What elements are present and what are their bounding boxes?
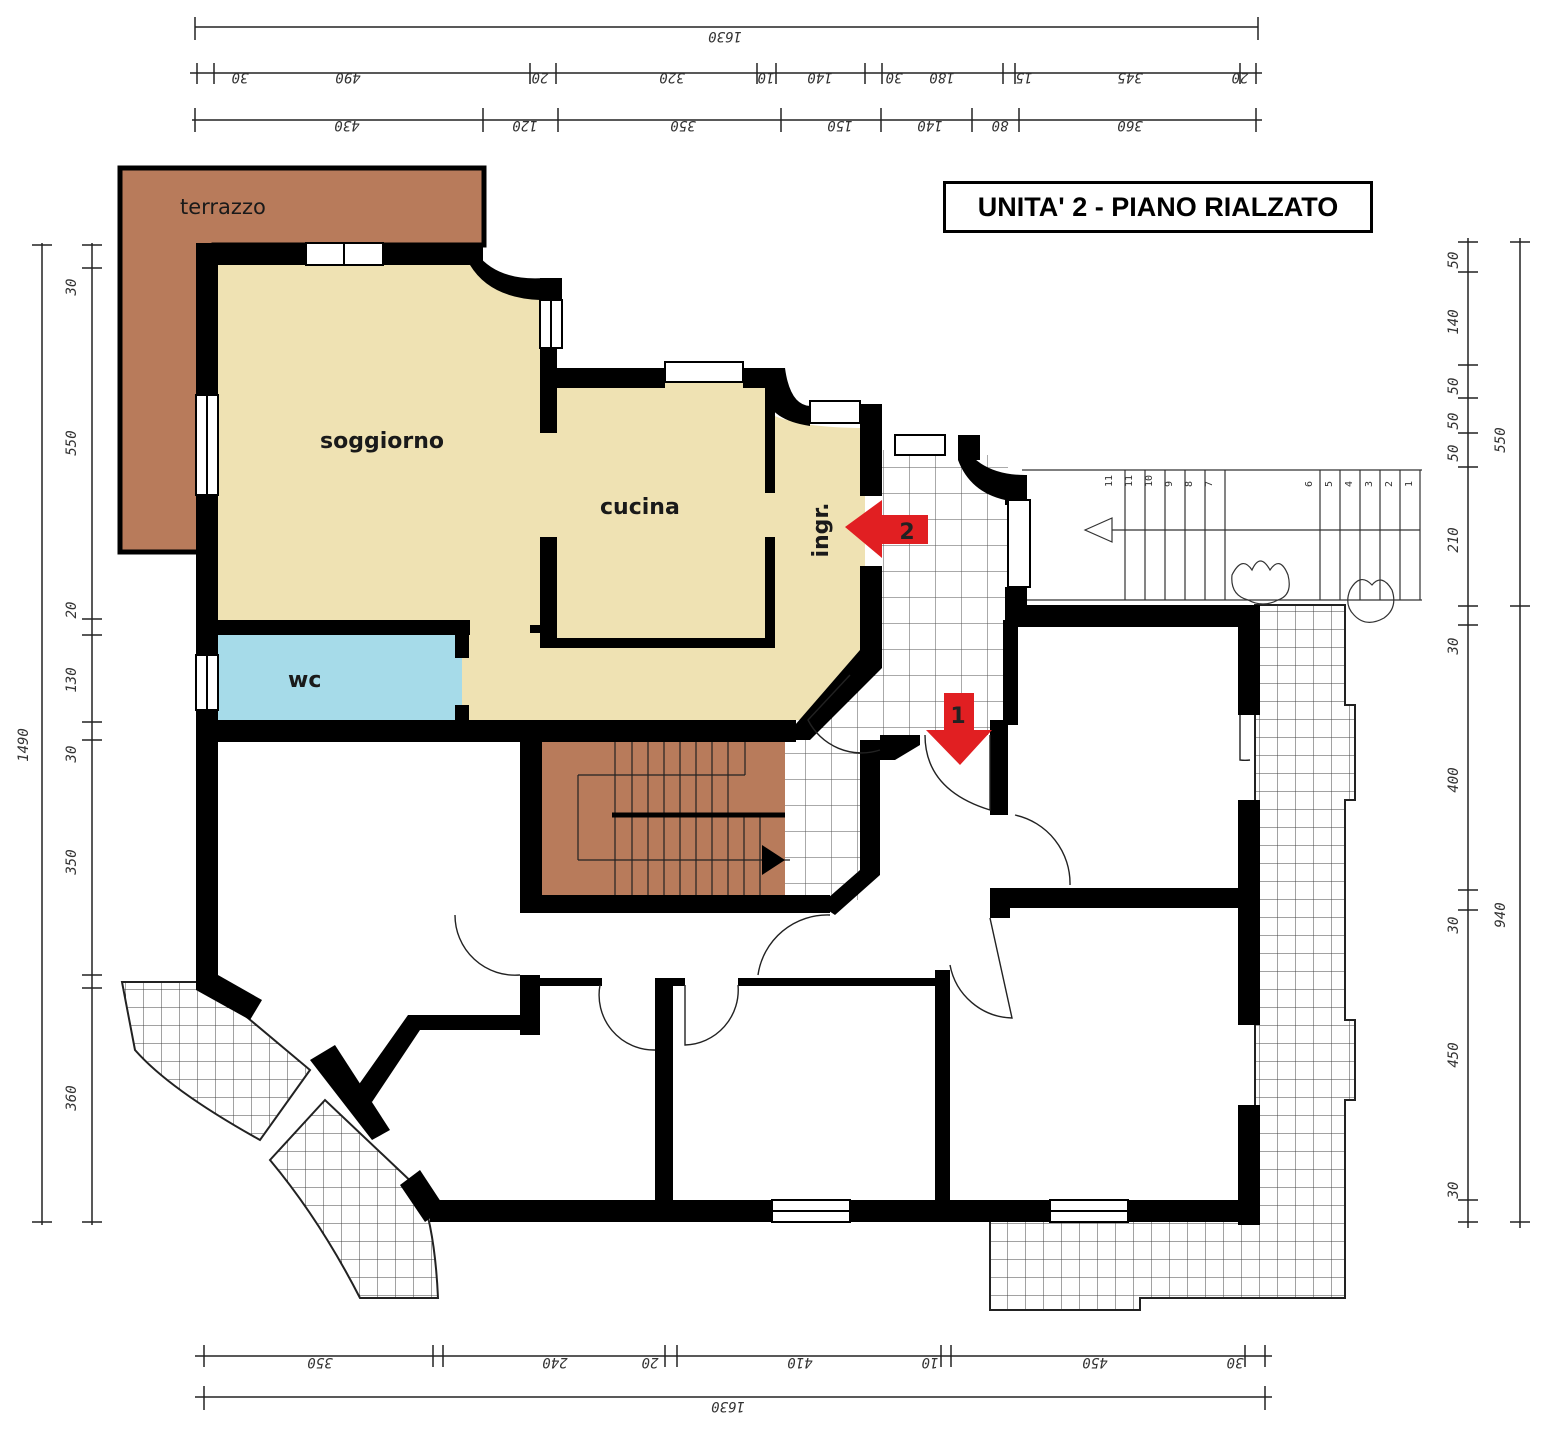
windows (195, 242, 1129, 1223)
stair-hall-tiles (785, 730, 865, 900)
dim-t3-4: 140 (917, 117, 942, 133)
svg-text:9: 9 (1164, 481, 1175, 487)
svg-text:11: 11 (1124, 475, 1135, 487)
door-swings (454, 674, 1251, 1051)
entrance-arrow-2: 2 (845, 500, 928, 558)
dim-t2-1: 490 (335, 69, 360, 85)
svg-text:4: 4 (1344, 481, 1355, 487)
arrow-down-icon (926, 693, 992, 765)
stair-steps (577, 730, 790, 898)
dim-r-l0: 30 (1446, 638, 1462, 656)
dim-l-4: 30 (64, 746, 80, 764)
dim-b-3: 410 (787, 1354, 812, 1370)
dim-l-6: 360 (64, 1085, 80, 1111)
dims-top-row-3: 430 120 350 150 140 80 360 (334, 117, 1143, 133)
svg-text:3: 3 (1364, 481, 1375, 487)
dim-t2-10: 20 (1232, 69, 1249, 85)
svg-text:7: 7 (1204, 481, 1215, 487)
dims-top-row-2: 30 490 20 320 10 140 30 180 15 345 20 (232, 69, 1249, 85)
entrance-arrow-1: 1 (926, 693, 992, 765)
dim-t2-5: 140 (807, 69, 832, 85)
dim-b-6: 30 (1227, 1354, 1245, 1370)
dim-l-1: 550 (64, 430, 80, 455)
dim-t2-3: 320 (659, 69, 685, 85)
svg-text:11: 11 (1104, 475, 1115, 487)
dim-l-2: 20 (64, 602, 80, 619)
svg-text:1: 1 (1404, 481, 1415, 487)
dim-l-5: 350 (64, 849, 80, 875)
dim-t2-4: 10 (758, 69, 775, 85)
dim-l-3: 130 (64, 667, 80, 692)
dim-l-0: 30 (64, 279, 80, 297)
arrow-2-number: 2 (899, 520, 914, 545)
plan-title: UNITA' 2 - PIANO RIALZATO (943, 181, 1373, 233)
dim-bottom-total: 1630 (711, 1398, 745, 1414)
dim-t2-2: 20 (532, 69, 549, 85)
arrow-1-number: 1 (950, 704, 965, 729)
wc-label: wc (288, 668, 321, 693)
dim-r-total-upper: 550 (1493, 427, 1509, 452)
svg-text:5: 5 (1324, 481, 1335, 487)
balcony-lower-left (120, 981, 312, 1142)
top-dimension-lines (190, 17, 1262, 132)
dim-t2-6: 30 (886, 69, 904, 85)
dim-t3-3: 150 (827, 117, 852, 133)
svg-text:2: 2 (1384, 481, 1395, 487)
dim-r-u0: 50 (1446, 252, 1462, 269)
dim-t3-2: 350 (670, 117, 696, 133)
dim-b-5: 450 (1082, 1354, 1107, 1370)
dim-r-u5: 210 (1446, 527, 1462, 552)
bottom-dimension-lines (195, 1345, 1272, 1410)
living-area (214, 262, 865, 720)
soggiorno-label: soggiorno (320, 429, 444, 454)
dim-t3-0: 430 (334, 117, 359, 133)
right-dimension-values: 550 940 50 140 50 50 50 210 30 400 30 45… (1446, 252, 1509, 1200)
dim-r-l3: 450 (1446, 1042, 1462, 1067)
dim-b-4: 10 (922, 1354, 939, 1370)
bottom-dimension-values: 350 240 20 410 10 450 30 1630 (307, 1354, 1244, 1414)
dim-t2-0: 30 (232, 69, 250, 85)
dim-top-total: 1630 (708, 28, 742, 44)
shrub-icon (1231, 560, 1395, 623)
dim-b-1: 240 (542, 1354, 567, 1370)
stair-step-numbers: 11 11 10 9 8 7 6 5 4 3 2 1 (1104, 475, 1415, 487)
left-dimension-values: 1490 30 550 20 130 30 350 360 (16, 279, 80, 1112)
balcony-right (989, 604, 1356, 1311)
stair-direction-icon (762, 845, 785, 875)
dim-b-2: 20 (642, 1354, 659, 1370)
dim-r-u1: 140 (1446, 309, 1462, 334)
dim-t3-6: 360 (1117, 117, 1143, 133)
dim-t3-5: 80 (992, 117, 1009, 133)
ingresso-label: ingr. (809, 502, 834, 557)
svg-text:10: 10 (1144, 475, 1155, 487)
dim-r-l4: 30 (1446, 1182, 1462, 1200)
dim-r-u2: 50 (1446, 378, 1462, 395)
dim-t2-9: 345 (1117, 69, 1143, 85)
external-stair (1022, 469, 1422, 601)
wc-room (214, 632, 462, 720)
dim-left-total: 1490 (16, 728, 32, 762)
dim-r-u4: 50 (1446, 445, 1462, 462)
svg-text:8: 8 (1184, 481, 1195, 487)
dim-r-total-lower: 940 (1493, 902, 1509, 927)
dim-t3-1: 120 (512, 117, 537, 133)
svg-text:6: 6 (1304, 481, 1315, 487)
walls (196, 243, 1260, 1225)
dim-b-0: 350 (307, 1354, 333, 1370)
top-dimension-values: 1630 30 490 20 320 10 140 30 180 15 345 … (232, 28, 1249, 133)
dim-t2-7: 180 (929, 69, 954, 85)
entrance-landing-tiles (880, 455, 1008, 735)
dim-t2-8: 15 (1016, 69, 1033, 85)
terrazzo-label: terrazzo (180, 195, 266, 219)
left-dimension-lines (32, 243, 102, 1225)
right-dimension-lines (1458, 238, 1530, 1228)
dim-r-l1: 400 (1446, 767, 1462, 792)
dim-r-u3: 50 (1446, 413, 1462, 430)
cucina-label: cucina (600, 495, 680, 520)
arrow-left-icon (845, 500, 928, 558)
dim-r-l2: 30 (1446, 917, 1462, 935)
